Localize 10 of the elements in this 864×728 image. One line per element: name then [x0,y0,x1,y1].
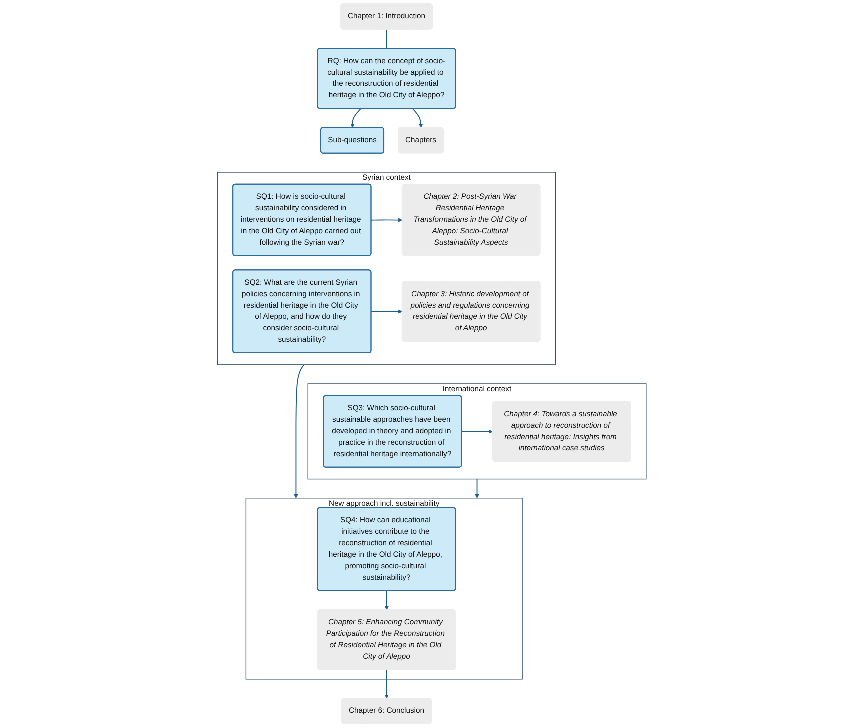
arrow [475,478,480,499]
arrow [384,670,389,699]
arrow [462,430,494,434]
arrow [371,218,403,222]
connector [386,29,388,50]
arrow [350,108,362,128]
arrow [384,590,389,610]
arrow [371,310,403,314]
arrow [412,108,424,128]
arrow [294,364,305,499]
